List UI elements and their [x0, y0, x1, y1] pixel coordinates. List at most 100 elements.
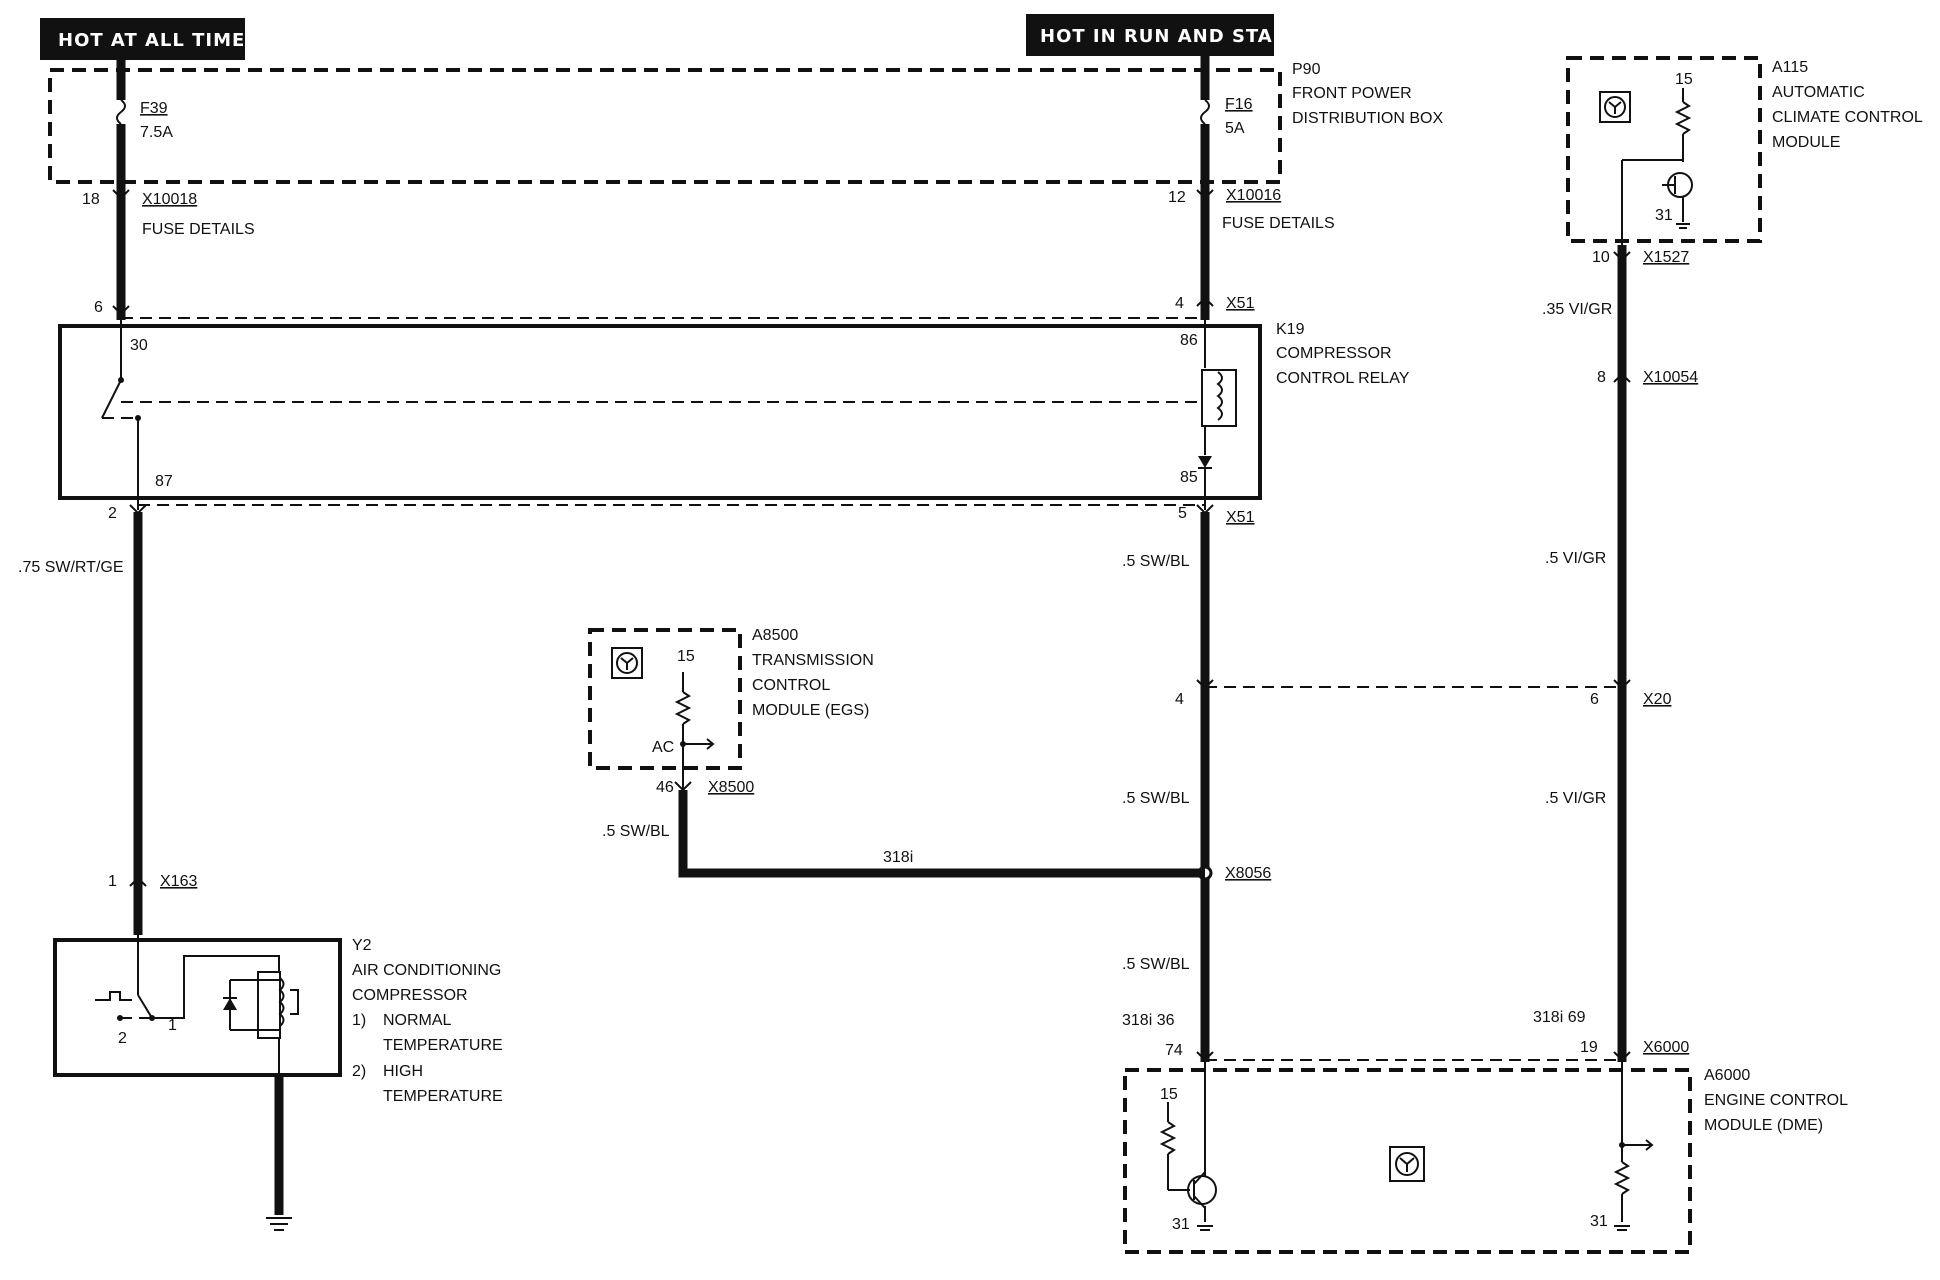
- connector-x20: X20: [1643, 691, 1672, 708]
- a6000-label-1: ENGINE CONTROL: [1704, 1092, 1848, 1109]
- a6000-term-15: 15: [1160, 1086, 1178, 1103]
- control-module-icon: [1389, 1146, 1425, 1182]
- connector-x51-left-symbol: [112, 305, 130, 316]
- k19-id: K19: [1276, 321, 1305, 338]
- connector-x8500: X8500: [708, 779, 754, 796]
- fuse-f16-rating: 5A: [1225, 120, 1245, 137]
- y2-label-2: COMPRESSOR: [352, 987, 468, 1004]
- diode-icon: [1198, 456, 1212, 469]
- a115-term-15: 15: [1675, 71, 1693, 88]
- connector-x1527: X1527: [1643, 249, 1689, 266]
- y2-note1-a: NORMAL: [383, 1012, 452, 1029]
- x6000-pin-74: 74: [1165, 1042, 1183, 1059]
- y2-note1-num: 1): [352, 1012, 366, 1029]
- x1527-pin: 10: [1592, 249, 1610, 266]
- x51-pin-6: 6: [94, 299, 103, 316]
- ground-icon: [1197, 1225, 1213, 1231]
- y2-clutch-winding: [278, 977, 285, 1027]
- wire-label-05-sw-bl-b: .5 SW/BL: [1122, 790, 1190, 807]
- a115-label-3: MODULE: [1772, 134, 1840, 151]
- fuse-f16: F16: [1225, 96, 1253, 113]
- fuse-icon: [1200, 99, 1210, 125]
- coil-icon: [1201, 369, 1237, 427]
- ground-icon: [266, 1217, 292, 1231]
- resistor-icon: [1613, 1161, 1631, 1195]
- connector-x10018: X10018: [142, 191, 197, 208]
- a115-term-31: 31: [1655, 207, 1673, 224]
- fuse-icon: [116, 99, 126, 125]
- resistor-icon: [1159, 1121, 1177, 1155]
- connector-x51-top: X51: [1226, 295, 1255, 312]
- wire-label-05-sw-bl-c: .5 SW/BL: [1122, 956, 1190, 973]
- a8500-label-3: MODULE (EGS): [752, 702, 869, 719]
- x8500-pin: 46: [656, 779, 674, 796]
- connector-x51-bottom: X51: [1226, 509, 1255, 526]
- a8500-label-1: TRANSMISSION: [752, 652, 874, 669]
- connector-x6000-right: [1613, 1051, 1631, 1062]
- pin-318i-36: 318i 36: [1122, 1012, 1175, 1029]
- relay-switch-arm: [101, 379, 122, 419]
- y2-switch-arm: [137, 994, 153, 1019]
- y2-feed-to-clutch: [152, 955, 280, 1019]
- connector-x10016: X10016: [1226, 187, 1281, 204]
- a115-label-1: AUTOMATIC: [1772, 84, 1865, 101]
- transistor-icon: [1662, 172, 1693, 198]
- connector-x8056: X8056: [1225, 865, 1271, 882]
- p90-label-2: DISTRIBUTION BOX: [1292, 110, 1443, 127]
- transistor-icon: [1187, 1171, 1217, 1209]
- resistor-icon: [1674, 101, 1692, 135]
- control-module-icon: [611, 647, 643, 679]
- a115-label-2: CLIMATE CONTROL: [1772, 109, 1923, 126]
- x10016-pin: 12: [1168, 189, 1186, 206]
- wire-label-075-sw-rt-ge: .75 SW/RT/GE: [18, 559, 124, 576]
- y2-id: Y2: [352, 937, 372, 954]
- p90-label-1: FRONT POWER: [1292, 85, 1412, 102]
- ground-icon: [1614, 1225, 1630, 1231]
- x163-pin: 1: [108, 873, 117, 890]
- connector-x163-symbol: [129, 876, 147, 887]
- header-hot-at-all-times: HOT AT ALL TIMES: [58, 30, 259, 51]
- a6000-label-2: MODULE (DME): [1704, 1117, 1823, 1134]
- x10018-pin: 18: [82, 191, 100, 208]
- k19-pin-30: 30: [130, 337, 148, 354]
- p90-id: P90: [1292, 61, 1321, 78]
- diode-icon: [223, 997, 237, 1010]
- header-hot-at-all-times-bg: [40, 18, 245, 60]
- fuse-details-left: FUSE DETAILS: [142, 221, 255, 238]
- header-hot-in-run-and-start: HOT IN RUN AND START: [1040, 26, 1300, 47]
- k19-label-1: COMPRESSOR: [1276, 345, 1392, 362]
- x20-pin-4: 4: [1175, 691, 1184, 708]
- y2-label-1: AIR CONDITIONING: [352, 962, 501, 979]
- connector-x10054-symbol: [1613, 372, 1631, 383]
- x51-pin-5: 5: [1178, 505, 1187, 522]
- relay-coil-winding: [1216, 371, 1223, 421]
- a8500-label-2: CONTROL: [752, 677, 830, 694]
- a6000-term-31-right: 31: [1590, 1213, 1608, 1230]
- wire-label-05-sw-bl-egs: .5 SW/BL: [602, 823, 670, 840]
- k19-pin-85: 85: [1180, 469, 1198, 486]
- k19-label-2: CONTROL RELAY: [1276, 370, 1410, 387]
- p90-distribution-box: [48, 68, 1282, 184]
- a6000-term-31-left: 31: [1172, 1216, 1190, 1233]
- a115-module-box: [1566, 56, 1762, 243]
- wire-label-05-vi-gr-a: .5 VI/GR: [1545, 550, 1606, 567]
- y2-thermal-element: [95, 991, 132, 1001]
- fuse-f39: F39: [140, 100, 168, 117]
- connector-x51-right-symbol: [1196, 296, 1214, 307]
- connector-x20-left: [1196, 679, 1214, 690]
- ground-icon: [1676, 223, 1690, 229]
- a8500-module-box: [588, 628, 742, 770]
- y2-switch-pos-2: 2: [118, 1030, 127, 1047]
- connector-x163: X163: [160, 873, 197, 890]
- connector-x10016-symbol: [1196, 189, 1214, 200]
- y2-note2-a: HIGH: [383, 1063, 423, 1080]
- a8500-term-15: 15: [677, 648, 695, 665]
- connector-x10054: X10054: [1643, 369, 1698, 386]
- wire-label-035-vi-gr: .35 VI/GR: [1542, 301, 1612, 318]
- wire-label-05-sw-bl-a: .5 SW/BL: [1122, 553, 1190, 570]
- y2-note2-b: TEMPERATURE: [383, 1088, 503, 1105]
- k19-pin-87: 87: [155, 473, 173, 490]
- y2-compressor-box: [53, 938, 342, 1077]
- control-module-icon: [1599, 91, 1631, 123]
